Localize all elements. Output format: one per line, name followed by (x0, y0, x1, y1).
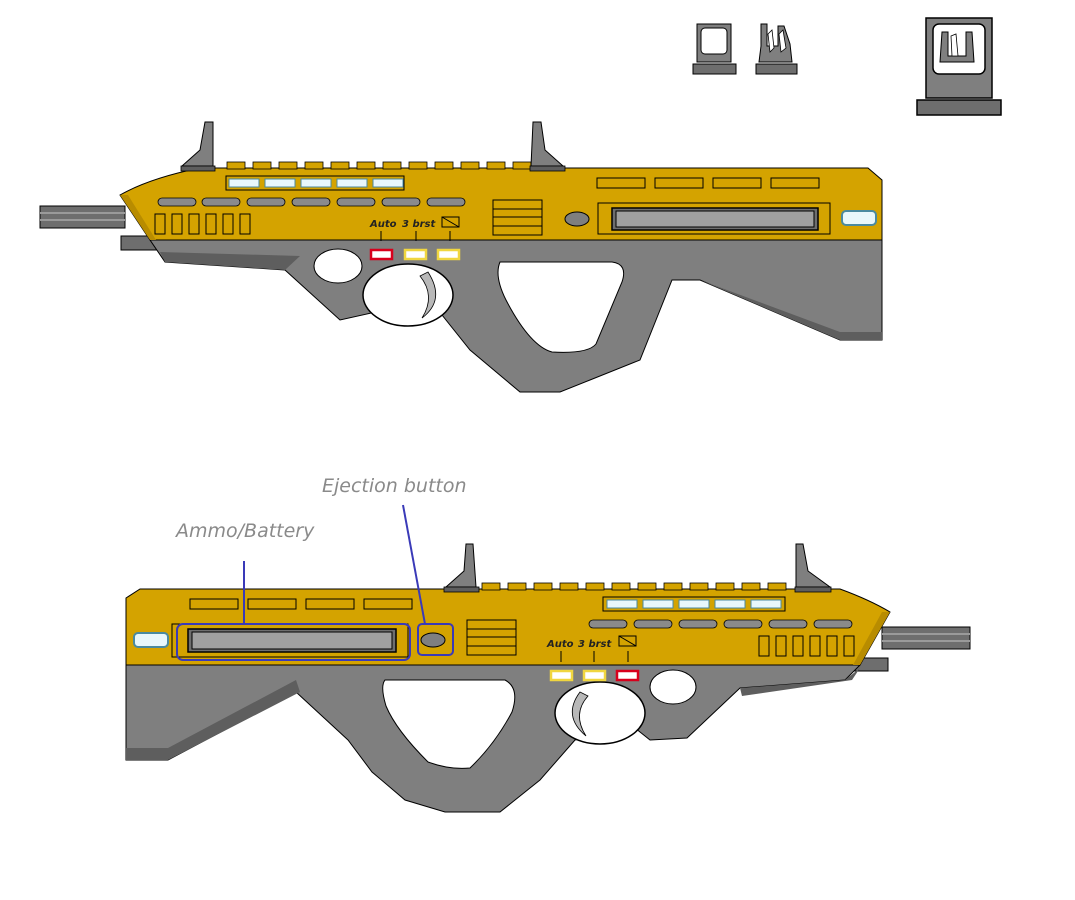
rear-light (841, 210, 877, 226)
fire-mode-burst-indicator[interactable] (582, 669, 607, 682)
grill-block (492, 199, 543, 236)
barrel (881, 626, 971, 650)
ammo-battery (171, 623, 409, 658)
ammo-callout-outline (176, 623, 411, 661)
ejection-button[interactable] (420, 632, 446, 648)
sight-picture-detail (916, 17, 1002, 116)
fire-mode-safe-indicator[interactable] (436, 248, 461, 261)
fire-mode-burst-label: 3 brst (578, 639, 612, 650)
ammo-battery (597, 202, 831, 235)
vent-slots (588, 619, 853, 629)
foregrip-hole (313, 248, 363, 284)
trigger (572, 691, 589, 737)
top-rail (226, 161, 532, 170)
barrel (39, 205, 126, 229)
rear-sight (530, 121, 565, 167)
ammo-callout-label: Ammo/Battery (174, 520, 315, 542)
trigger-guard (554, 681, 646, 745)
fire-mode-auto-indicator[interactable] (369, 248, 394, 261)
fire-mode-burst-indicator[interactable] (403, 248, 428, 261)
rear-light (133, 632, 169, 648)
ejection-button[interactable] (564, 211, 590, 227)
crossed-box-icon (441, 216, 460, 228)
fire-mode-safe-indicator[interactable] (615, 669, 640, 682)
fire-mode-burst-label: 3 brst (402, 219, 436, 230)
front-sight (795, 543, 832, 588)
side-slots (154, 213, 251, 235)
front-sight-detail (755, 23, 798, 75)
trigger-guard (362, 263, 454, 327)
grip-hole (497, 261, 625, 353)
fire-mode-auto-label: Auto (369, 219, 397, 230)
grip-hole (382, 679, 516, 769)
fire-mode-auto-label: Auto (546, 639, 574, 650)
trigger (419, 271, 436, 319)
ejection-callout-outline (417, 623, 454, 656)
rear-sight-detail (692, 23, 737, 75)
rifle-left-profile: Auto 3 brst (39, 121, 883, 393)
front-sight (180, 121, 214, 167)
foregrip-hole (649, 669, 697, 705)
ejection-callout-line (402, 504, 426, 625)
ejection-callout-label: Ejection button (322, 475, 467, 497)
crossed-box-icon (618, 635, 637, 647)
rear-sight (444, 543, 477, 588)
rifle-right-profile: Auto 3 brst (125, 504, 971, 813)
vent-slots (157, 197, 466, 207)
fire-mode-auto-indicator[interactable] (549, 669, 574, 682)
side-slots (758, 635, 855, 657)
grill-block (466, 619, 517, 656)
status-light-bar (225, 175, 405, 191)
status-light-bar (602, 596, 786, 612)
top-rail (481, 582, 787, 591)
